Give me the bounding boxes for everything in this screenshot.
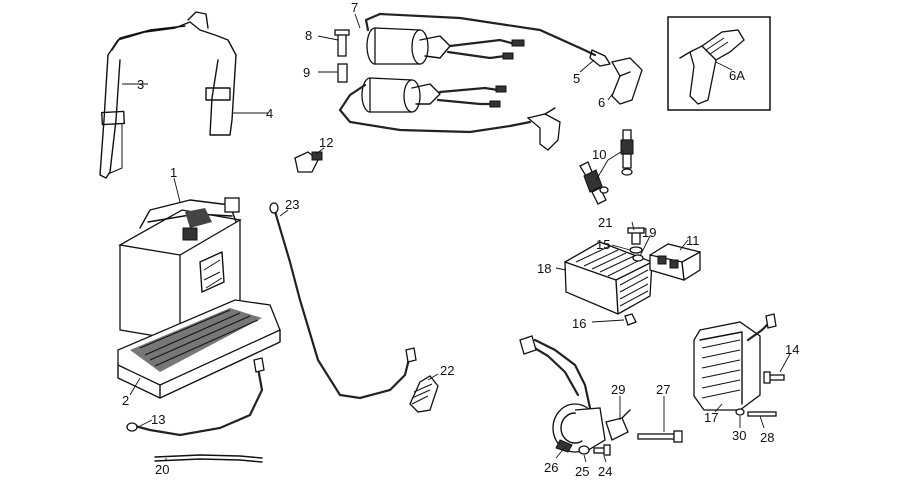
callout-10: 10 <box>592 147 606 162</box>
callout-14: 14 <box>785 342 799 357</box>
callout-16: 16 <box>572 316 586 331</box>
small-hardware <box>578 409 683 456</box>
rectifier <box>649 243 701 281</box>
pickup-sensor <box>519 335 606 453</box>
callout-30: 30 <box>732 428 746 443</box>
regulator-hardware <box>624 227 645 326</box>
callout-7: 7 <box>351 0 358 15</box>
ignition-coils <box>334 12 643 151</box>
callout-5: 5 <box>573 71 580 86</box>
callout-8: 8 <box>305 28 312 43</box>
callout-6a: 6A <box>729 68 745 83</box>
callout-18: 18 <box>537 261 551 276</box>
callout-6: 6 <box>598 95 605 110</box>
callout-17: 17 <box>704 410 718 425</box>
callout-3: 3 <box>137 77 144 92</box>
callout-26: 26 <box>544 460 558 475</box>
callout-labels: 1 2 3 4 5 6 6A 7 8 9 10 11 12 13 14 15 1… <box>122 0 799 479</box>
callout-4: 4 <box>266 106 273 121</box>
fitting-12 <box>294 151 323 173</box>
callout-12: 12 <box>319 135 333 150</box>
callout-11: 11 <box>686 233 700 248</box>
battery-tray <box>117 299 281 399</box>
callout-23: 23 <box>285 197 299 212</box>
callout-13: 13 <box>151 412 165 427</box>
callout-21: 21 <box>598 215 612 230</box>
callout-27: 27 <box>656 382 670 397</box>
battery-strap <box>99 11 237 179</box>
inset-cap-6a <box>667 16 771 111</box>
callout-24: 24 <box>598 464 612 479</box>
battery <box>118 197 242 341</box>
callout-20: 20 <box>155 462 169 477</box>
alternator-assembly <box>693 313 785 417</box>
callout-25: 25 <box>575 464 589 479</box>
spark-plugs <box>579 129 634 205</box>
callout-15: 15 <box>596 237 610 252</box>
callout-9: 9 <box>303 65 310 80</box>
callout-19: 19 <box>642 225 656 240</box>
leader-lines <box>122 13 791 463</box>
voltage-regulator <box>564 241 653 315</box>
callout-2: 2 <box>122 393 129 408</box>
cables <box>126 202 439 463</box>
callout-22: 22 <box>440 363 454 378</box>
callout-28: 28 <box>760 430 774 445</box>
callout-1: 1 <box>170 165 177 180</box>
callout-29: 29 <box>611 382 625 397</box>
